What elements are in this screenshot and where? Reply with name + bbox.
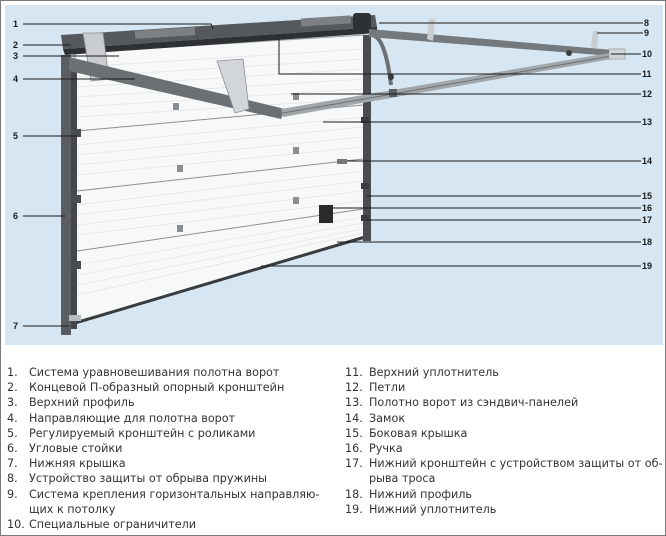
legend-left: 1.Система уравновешивания полотна ворот … — [7, 365, 337, 532]
callout-17: 17 — [642, 215, 653, 225]
right-post — [363, 35, 371, 241]
callout-11: 11 — [642, 69, 652, 79]
legend-number: 9. — [7, 487, 18, 501]
legend-text: Замок — [369, 411, 406, 425]
legend-number: 4. — [7, 411, 18, 425]
legend-text: Нижний профиль — [369, 487, 473, 501]
hinges — [173, 93, 299, 232]
bottom-profile — [74, 235, 366, 325]
callout-8: 8 — [644, 18, 650, 28]
legend-number: 17. — [345, 457, 363, 471]
legend-item: 19. Нижний уплотнитель — [345, 502, 663, 517]
legend-item: 10. Специальные ограничители — [7, 517, 337, 532]
legend-text: Направляющие для полотна ворот — [29, 411, 236, 425]
callout-5: 5 — [13, 131, 19, 141]
legend-text: Нижний уплотнитель — [369, 502, 497, 516]
legend-text: Нижний кронштейн с устройством защиты от… — [369, 457, 663, 486]
legend-number: 12. — [345, 381, 363, 395]
callout-12: 12 — [642, 89, 653, 99]
legend-text: Угловые стойки — [29, 442, 123, 456]
legend-item: 9. Система крепления горизонтальных напра… — [7, 487, 337, 517]
lock — [337, 159, 347, 164]
right-curve-track — [370, 33, 393, 86]
legend-item: 15. Боковая крышка — [345, 426, 663, 441]
legend-item: 3. Верхний профиль — [7, 395, 337, 410]
legend-text: Регулируемый кронштейн с роликами — [29, 426, 256, 440]
legend-text: Система уравновешивания полотна ворот — [29, 366, 280, 379]
legend-number: 18. — [345, 487, 363, 501]
door-diagram: 1 2 3 4 5 6 7 8 9 10 11 12 13 14 15 16 1… — [5, 5, 663, 345]
legend-item: 14. Замок — [345, 411, 663, 426]
callout-16: 16 — [642, 203, 653, 213]
legend-number: 10. — [7, 518, 25, 532]
legend-text: Концевой П-образный опорный кронштейн — [29, 381, 285, 395]
legend-text: Петли — [369, 381, 406, 395]
legend-number: 2. — [7, 381, 18, 395]
right-track-upper — [369, 29, 625, 57]
callout-1: 1 — [13, 19, 19, 29]
callout-14: 14 — [642, 156, 653, 166]
legend-number: 14. — [345, 411, 363, 425]
legend-right: 11. Верхний уплотнитель 12. Петли 13. Полот… — [345, 365, 663, 517]
legend-number: 15. — [345, 426, 363, 440]
legend-item: 2. Концевой П-образный опорный кронштейн — [7, 380, 337, 395]
legend-text: Специальные ограничители — [29, 518, 197, 532]
legend-number: 16. — [345, 442, 363, 456]
handle — [319, 205, 333, 223]
panel-ribs — [76, 48, 364, 296]
legend-item: 13. Полотно ворот из сэндвич-панелей — [345, 395, 663, 410]
legend-text: Устройство защиты от обрыва пружины — [29, 472, 268, 486]
legend-item: 4. Направляющие для полотна ворот — [7, 411, 337, 426]
legend-number: 3. — [7, 396, 18, 410]
legend-item: 11. Верхний уплотнитель — [345, 365, 663, 380]
callout-18: 18 — [642, 237, 653, 247]
legend-number: 5. — [7, 426, 18, 440]
legend-text: Полотно ворот из сэндвич-панелей — [369, 396, 579, 410]
legend-text: Боковая крышка — [369, 426, 468, 440]
callout-9: 9 — [644, 28, 650, 38]
legend-number: 6. — [7, 442, 18, 456]
legend-number: 1. — [7, 366, 18, 379]
legend-text: Верхний уплотнитель — [369, 366, 499, 379]
legend-number: 11. — [345, 366, 363, 379]
legend-item: 1. Система уравновешивания полотна ворот — [7, 365, 337, 380]
left-track — [69, 57, 285, 119]
callout-3: 3 — [13, 51, 19, 61]
callout-10: 10 — [642, 49, 653, 59]
callout-13: 13 — [642, 117, 653, 127]
legend-number: 8. — [7, 472, 18, 486]
door-illustration — [23, 13, 643, 335]
callout-6: 6 — [13, 211, 19, 221]
legend-number: 19. — [345, 502, 363, 516]
legend-text: Нижняя крышка — [29, 457, 126, 471]
callout-7: 7 — [13, 321, 19, 331]
legend-item: 7. Нижняя крышка — [7, 456, 337, 471]
legend-number: 7. — [7, 457, 18, 471]
legend-item: 18. Нижний профиль — [345, 487, 663, 502]
legend-text: Система крепления горизонтальных направл… — [29, 487, 320, 516]
legend-item: 17. Нижний кронштейн с устройством защиты… — [345, 456, 663, 486]
callout-19: 19 — [642, 261, 653, 271]
legend-text: Ручка — [369, 442, 403, 456]
legend-item: 16. Ручка — [345, 441, 663, 456]
left-post — [61, 55, 71, 335]
callout-4: 4 — [13, 74, 19, 84]
legend-item: 5. Регулируемый кронштейн с роликами — [7, 426, 337, 441]
legend-number: 13. — [345, 396, 363, 410]
spring-shaft — [61, 15, 377, 49]
legend-text: Верхний профиль — [29, 396, 135, 410]
ceiling-bracket — [216, 58, 250, 114]
legend-item: 8. Устройство защиты от обрыва пружины — [7, 471, 337, 486]
callout-15: 15 — [642, 191, 653, 201]
legend-item: 6. Угловые стойки — [7, 441, 337, 456]
legend-item: 12. Петли — [345, 380, 663, 395]
callout-lines — [23, 22, 643, 327]
callout-2: 2 — [13, 40, 19, 50]
